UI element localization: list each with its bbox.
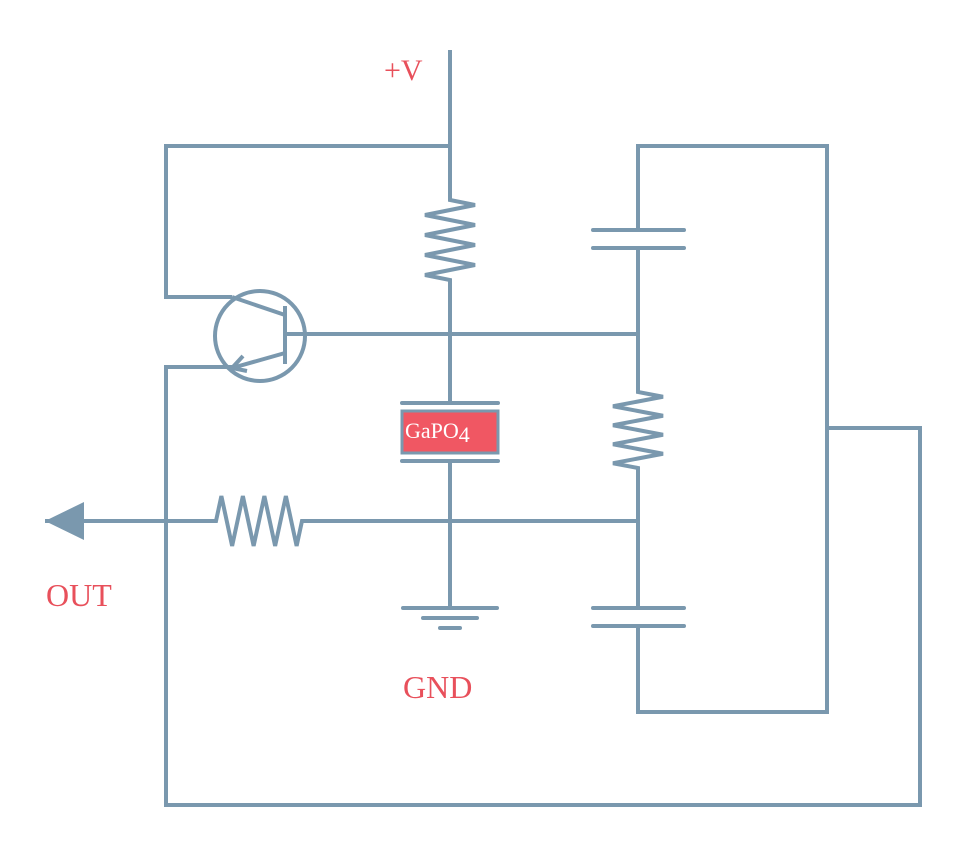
output-label: OUT — [46, 577, 112, 613]
components — [45, 190, 686, 630]
resistor-r1 — [424, 190, 476, 290]
transistor-circle — [213, 289, 307, 383]
resistor-r3 — [612, 382, 664, 478]
crystal-label: GaPO4 — [405, 418, 470, 447]
transistor-emitter — [231, 351, 286, 370]
collector-wire — [164, 144, 450, 299]
capacitor-c2 — [591, 606, 686, 628]
ground-symbol — [401, 606, 499, 630]
transistor-emitter-arrow — [228, 354, 248, 373]
emitter-feedback-loop — [164, 365, 922, 807]
output-arrow-icon — [45, 502, 84, 540]
transistor-collector — [231, 295, 286, 317]
supply-label: +V — [384, 54, 423, 87]
crystal-label-subscript: 4 — [459, 422, 470, 447]
right-branch-loop — [636, 144, 829, 714]
resistor-r1-zigzag — [424, 190, 476, 290]
resistor-r2-zigzag — [210, 495, 308, 547]
crystal-gapo4 — [400, 401, 500, 463]
crystal-body — [400, 409, 500, 455]
crystal-label-main: GaPO — [405, 418, 459, 443]
transistor-q1 — [213, 289, 307, 383]
resistor-r3-zigzag — [612, 382, 664, 478]
ground-label: GND — [403, 669, 472, 705]
capacitor-c1 — [591, 228, 686, 250]
labels: +V OUT GND GaPO4 — [46, 54, 472, 705]
resistor-r2 — [210, 495, 308, 547]
